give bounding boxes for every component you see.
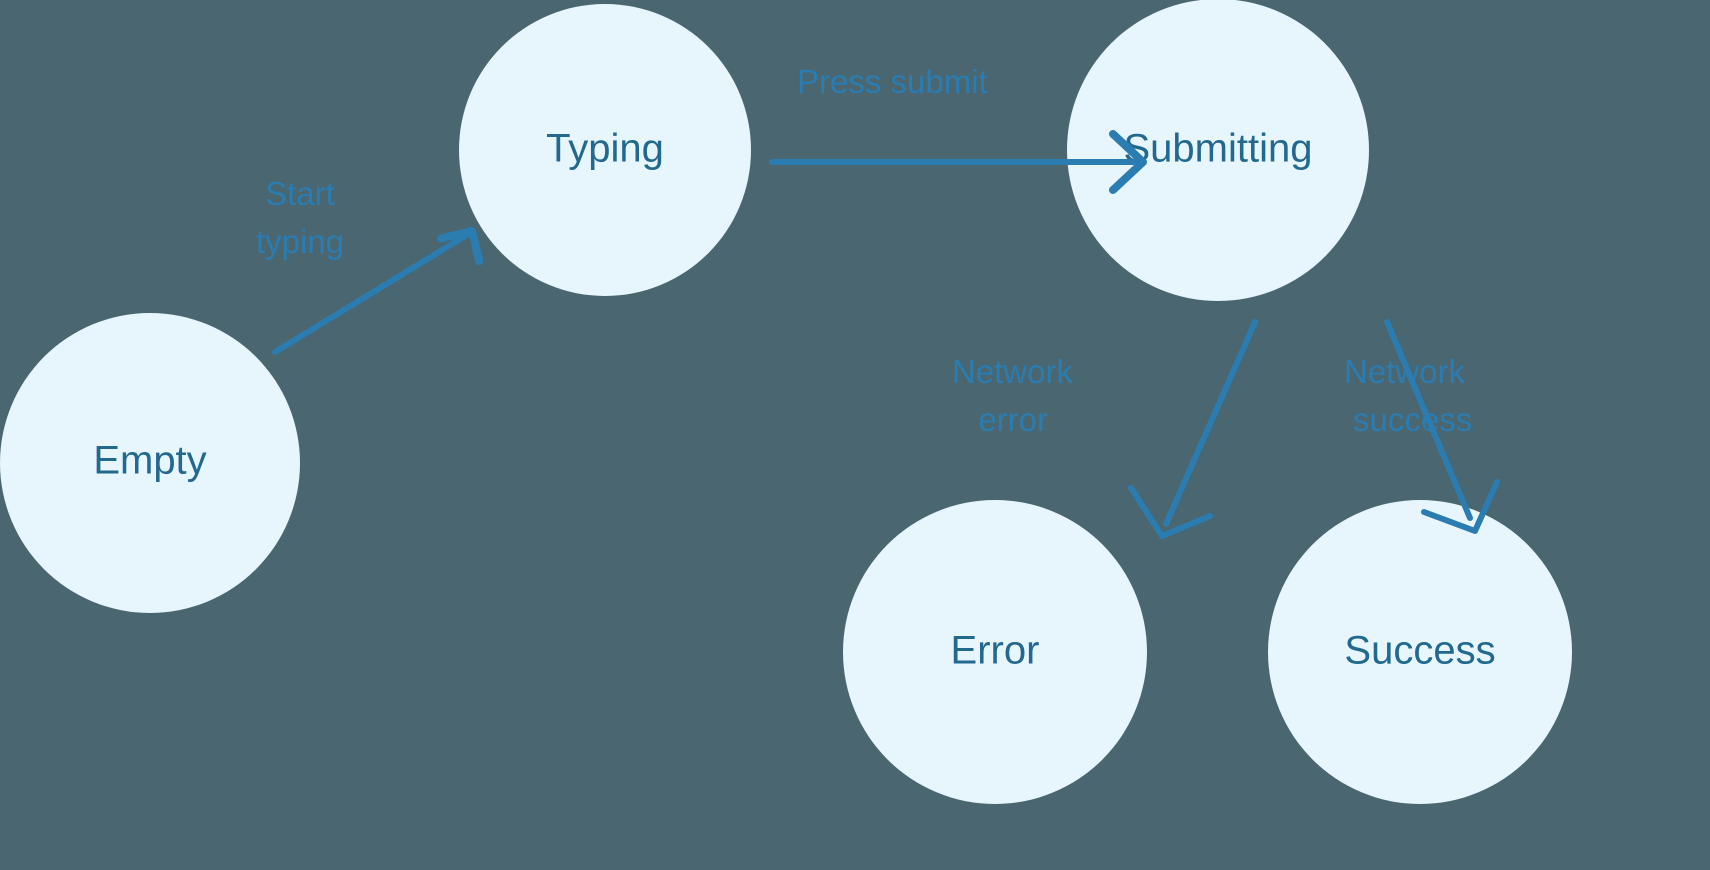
node-typing[interactable]: Typing bbox=[459, 4, 751, 296]
node-typing-circle[interactable] bbox=[459, 4, 751, 296]
edge-submitting-to-success-arrowhead bbox=[1421, 479, 1500, 534]
node-submitting[interactable]: Submitting bbox=[1067, 0, 1369, 301]
edge-typing-to-submitting-arrowhead bbox=[1109, 130, 1147, 194]
node-error-circle[interactable] bbox=[843, 500, 1147, 804]
edge-submitting-to-success-line bbox=[1384, 319, 1473, 521]
edge-submitting-to-success: Network success bbox=[1344, 319, 1500, 534]
edge-submitting-to-error-label-line1: Network bbox=[952, 353, 1074, 390]
edge-empty-to-typing-line bbox=[272, 230, 473, 355]
node-success[interactable]: Success bbox=[1268, 500, 1572, 804]
node-success-circle[interactable] bbox=[1268, 500, 1572, 804]
edge-submitting-to-error-label-line2: error bbox=[978, 401, 1048, 438]
edge-typing-to-submitting: Press submit bbox=[769, 63, 1147, 194]
node-error-label: Error bbox=[951, 629, 1040, 673]
edge-empty-to-typing-label-line1: Start bbox=[265, 175, 335, 212]
node-success-label: Success bbox=[1344, 629, 1495, 673]
edge-empty-to-typing-label-line2: typing bbox=[256, 223, 344, 260]
node-empty[interactable]: Empty bbox=[0, 313, 300, 613]
edge-empty-to-typing-arrowhead bbox=[436, 227, 484, 266]
edge-submitting-to-success-label-line2: success bbox=[1353, 401, 1472, 438]
node-typing-label: Typing bbox=[546, 127, 664, 171]
node-empty-label: Empty bbox=[93, 439, 206, 483]
edge-submitting-to-success-label-line1: Network bbox=[1344, 353, 1466, 390]
node-submitting-circle[interactable] bbox=[1067, 0, 1369, 301]
edge-submitting-to-error: Network error bbox=[952, 319, 1258, 539]
edge-typing-to-submitting-label: Press submit bbox=[797, 63, 988, 100]
edge-empty-to-typing: Start typing bbox=[256, 175, 484, 355]
node-error[interactable]: Error bbox=[843, 500, 1147, 804]
edge-submitting-to-error-line bbox=[1163, 319, 1258, 527]
edge-submitting-to-error-arrowhead bbox=[1128, 485, 1213, 539]
node-empty-circle[interactable] bbox=[0, 313, 300, 613]
node-submitting-label: Submitting bbox=[1124, 127, 1313, 171]
